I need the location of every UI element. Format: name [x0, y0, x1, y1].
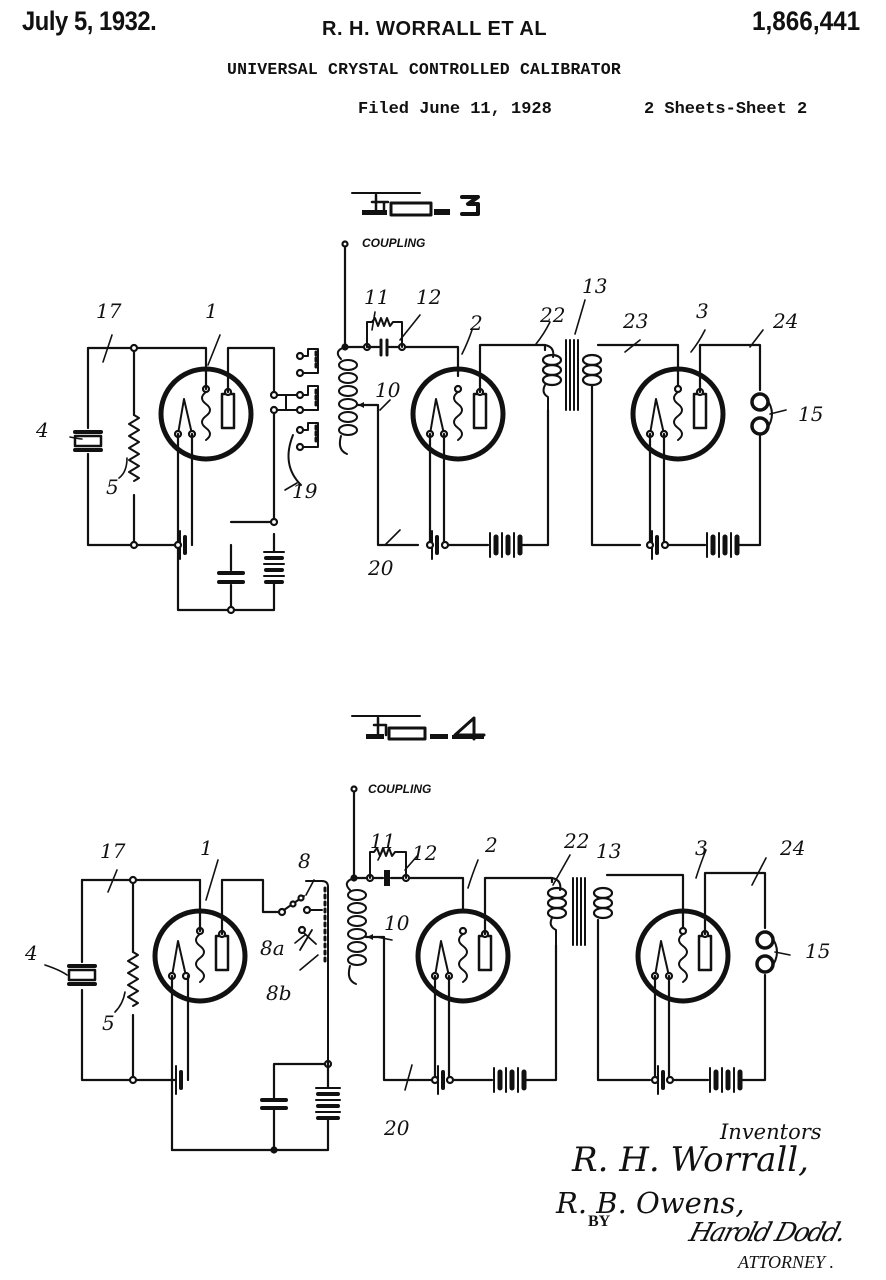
fig4-switch-8[interactable] [277, 880, 329, 1065]
fig4-battery-3 [710, 1068, 740, 1092]
fig3-coil-10 [336, 343, 358, 455]
fig3-battery-b [490, 533, 520, 557]
attorney-label: ATTORNEY . [738, 1252, 835, 1272]
figure-3: COUPLING [69, 192, 787, 615]
fig4-label-5: 5 [102, 1011, 115, 1035]
fig3-label-15: 15 [798, 402, 823, 426]
figure-4: COUPLING [44, 715, 791, 1154]
fig3-label-19: 19 [292, 479, 318, 503]
fig4-label-1: 1 [200, 836, 213, 860]
patent-date: July 5, 1932. [22, 6, 157, 36]
fig3-label-2: 2 [469, 311, 483, 335]
fig3-resistor-11 [366, 317, 403, 348]
fig3-crystal-4 [73, 430, 103, 452]
fig4-label-22: 22 [563, 829, 589, 853]
fig3-label-10: 10 [375, 378, 401, 402]
fig3-coupling-label: COUPLING [362, 236, 425, 250]
fig4-crystal-4 [67, 964, 97, 986]
fig3-label-12: 12 [416, 285, 441, 309]
fig4-battery-b [494, 1068, 524, 1092]
fig4-label-20: 20 [383, 1116, 410, 1140]
fig4-label-24: 24 [779, 836, 805, 860]
inventors-heading: Inventors [720, 1120, 822, 1144]
fig3-label-24: 24 [772, 309, 798, 333]
fig3-label-11: 11 [364, 285, 389, 309]
fig3-label-3: 3 [696, 299, 709, 323]
fig3-label-4: 4 [35, 418, 49, 442]
fig3-plate-battery [263, 551, 285, 584]
fig3-label-23: 23 [622, 309, 648, 333]
fig4-label-8b: 8b [266, 981, 292, 1005]
fig4-label-13: 13 [596, 839, 621, 863]
fig4-label-2: 2 [484, 833, 498, 857]
patent-number: 1,866,441 [751, 6, 860, 36]
fig3-label-20: 20 [367, 556, 394, 580]
inventor-signature-2: R. B. Owens, [556, 1186, 745, 1220]
fig4-coil-10 [345, 874, 367, 985]
fig4-resistor-11 [369, 847, 407, 879]
fig3-caption-glyph [351, 192, 480, 217]
fig4-tube-2 [418, 911, 508, 1001]
fig4-label-17: 17 [100, 839, 126, 863]
fig4-coupling-label: COUPLING [368, 782, 431, 796]
fig4-label-3: 3 [695, 836, 708, 860]
fig3-transformer-13 [541, 339, 680, 547]
by-label: BY [588, 1213, 611, 1230]
fig4-resistor-5 [127, 951, 139, 1007]
inventor-line: R. H. WORRALL ET AL [322, 18, 548, 40]
fig4-label-15: 15 [805, 939, 830, 963]
fig4-label-10: 10 [384, 911, 410, 935]
fig4-label-12: 12 [412, 841, 437, 865]
fig4-label-8a: 8a [260, 936, 285, 960]
fig4-label-4: 4 [24, 941, 38, 965]
fig3-resistor-5 [128, 414, 140, 482]
fig3-battery-3 [707, 533, 737, 557]
fig3-phones-15 [750, 392, 774, 436]
fig4-transformer-13 [546, 873, 685, 1082]
fig4-caption-glyph [351, 715, 486, 741]
attorney-signature: Harold Dodd. [685, 1218, 848, 1248]
fig3-switch-19[interactable] [269, 348, 319, 486]
inventor-signature-1: R. H. Worrall, [572, 1140, 809, 1180]
fig4-label-11: 11 [370, 829, 395, 853]
fig3-label-5: 5 [106, 475, 119, 499]
fig3-label-22: 22 [539, 303, 565, 327]
fig4-label-8: 8 [298, 849, 311, 873]
fig3-tube-2 [413, 369, 503, 459]
fig3-label-13: 13 [582, 274, 607, 298]
sheet-count: 2 Sheets-Sheet 2 [644, 100, 808, 119]
patent-title: UNIVERSAL CRYSTAL CONTROLLED CALIBRATOR [227, 60, 621, 79]
filed-date: Filed June 11, 1928 [358, 100, 552, 119]
fig3-label-17: 17 [96, 299, 122, 323]
fig4-plate-battery [315, 1087, 341, 1120]
fig3-label-1: 1 [205, 299, 218, 323]
fig4-phones-15 [755, 930, 779, 974]
